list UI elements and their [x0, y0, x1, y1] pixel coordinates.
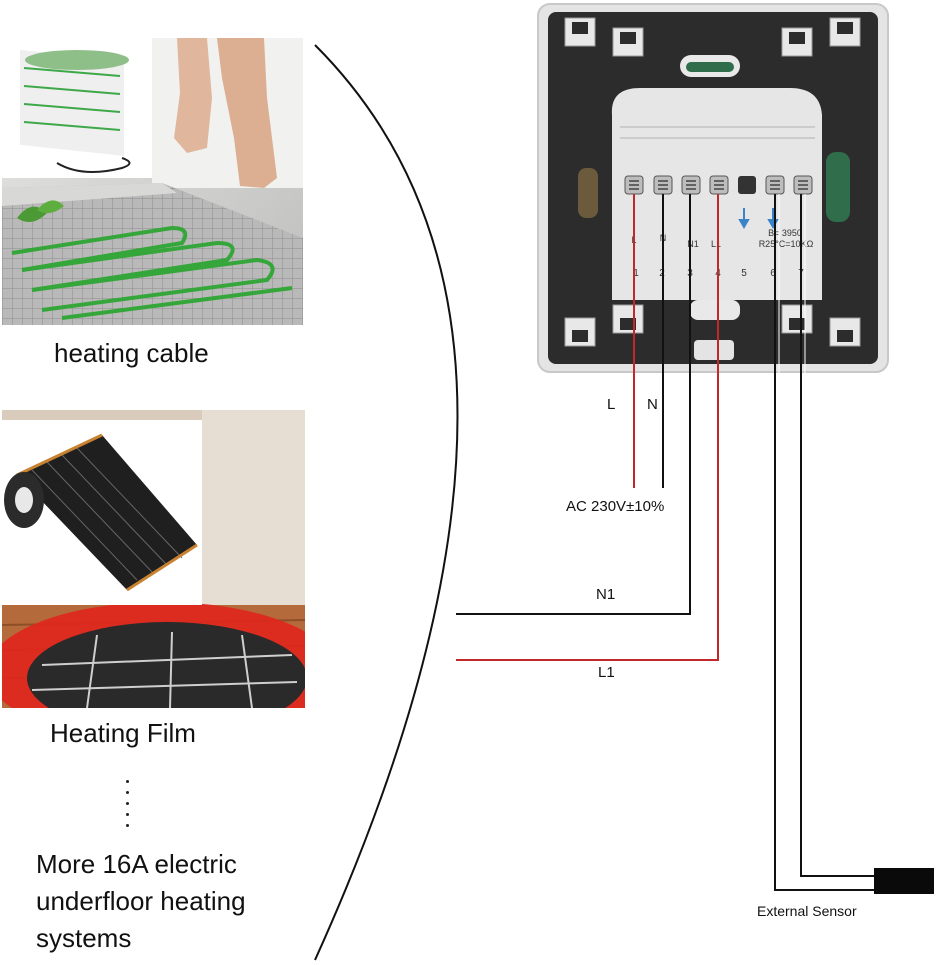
left-component: [578, 168, 598, 218]
wires: [456, 194, 876, 891]
heating-cable-caption: heating cable: [54, 338, 209, 368]
terminal-number-5: 5: [741, 268, 747, 279]
heating-film-photo: [2, 410, 305, 708]
supply-label-n: N: [647, 396, 658, 413]
more-line-3: systems: [36, 923, 132, 953]
wire-sensor-7-inner: [804, 194, 876, 873]
external-sensor-label: External Sensor: [757, 903, 857, 919]
terminal-label-n1: N1: [687, 239, 699, 249]
wire-l1-load: [456, 194, 719, 661]
bottom-slot: [690, 300, 740, 320]
wire-n1-load: [456, 194, 691, 615]
terminal-number-1: 1: [633, 268, 639, 279]
wire-sensor-6: [774, 194, 876, 891]
wire-sensor-7: [800, 194, 876, 877]
wire-sensor-6-inner: [778, 194, 876, 887]
continuation-dots: [126, 780, 130, 835]
more-systems-caption: More 16A electric underfloor heating sys…: [36, 846, 336, 957]
supply-voltage-label: AC 230V±10%: [566, 498, 665, 515]
terminal-number-6: 6: [770, 268, 776, 279]
external-sensor-probe: [874, 868, 934, 894]
sensor-spec-line2: R25°C=10KΩ: [759, 239, 814, 249]
more-line-2: underfloor heating: [36, 886, 246, 916]
heating-film-caption: Heating Film: [50, 718, 196, 748]
load-label-n1: N1: [596, 586, 616, 603]
more-line-1: More 16A electric: [36, 849, 237, 879]
terminal-label-l1: L1: [711, 239, 721, 249]
supply-label-l: L: [607, 396, 616, 413]
sensor-spec-line1: B= 3950: [768, 228, 802, 238]
heating-cable-photo: [2, 38, 303, 325]
load-label-l1: L1: [598, 664, 615, 681]
grouping-arc: [314, 44, 459, 961]
right-component: [826, 152, 850, 222]
